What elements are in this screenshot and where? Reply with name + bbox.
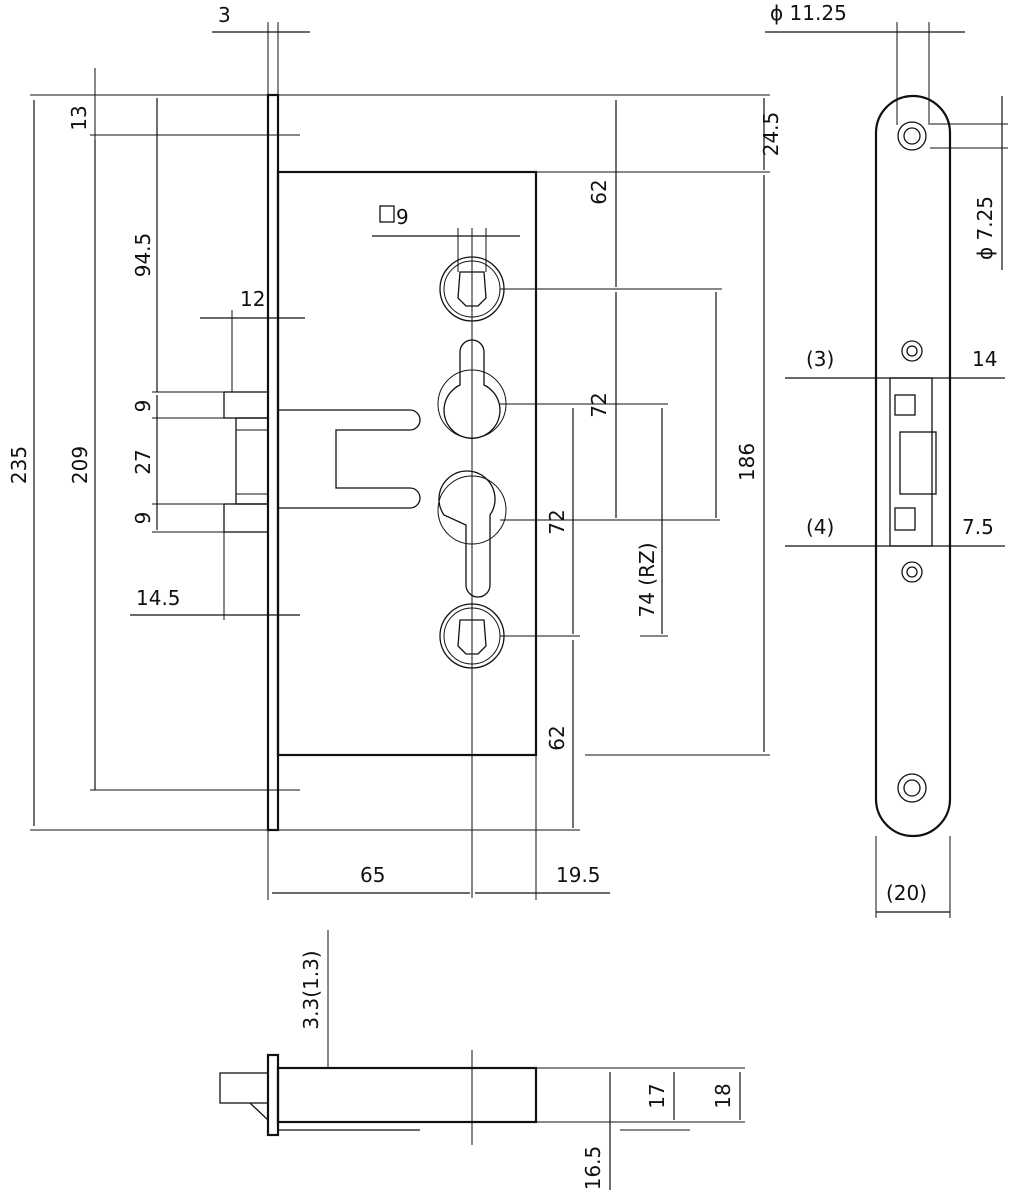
dim-20-paren: (20) bbox=[886, 881, 927, 905]
dim-72-lower: 72 bbox=[545, 509, 569, 534]
plan-view bbox=[219, 930, 745, 1190]
dim-3-paren: (3) bbox=[806, 347, 834, 371]
dim-3-3: 3.3(1.3) bbox=[299, 950, 323, 1029]
plan-case bbox=[276, 1066, 538, 1124]
screw-hole-lower bbox=[901, 561, 923, 583]
dim-9-bottom: 9 bbox=[131, 512, 155, 525]
dim-phi-7-25: ϕ 7.25 bbox=[973, 196, 997, 260]
lock-case bbox=[276, 170, 538, 757]
dim-14-5: 14.5 bbox=[136, 586, 181, 610]
faceplate-view bbox=[765, 22, 1008, 918]
dim-94-5: 94.5 bbox=[131, 233, 155, 278]
front-dimension-lines bbox=[30, 22, 770, 900]
dim-186: 186 bbox=[735, 443, 759, 481]
dim-16-5: 16.5 bbox=[581, 1146, 605, 1191]
dim-24-5: 24.5 bbox=[759, 112, 783, 157]
dimension-labels: 3 13 235 209 94.5 12 9 27 9 14.5 24.5 62… bbox=[7, 1, 997, 1190]
dim-74-rz: 74 (RZ) bbox=[635, 542, 659, 617]
dim-17: 17 bbox=[645, 1083, 669, 1108]
screw-hole-top bbox=[897, 121, 927, 151]
dim-3: 3 bbox=[218, 3, 231, 27]
dim-13: 13 bbox=[67, 105, 91, 130]
dim-18: 18 bbox=[711, 1083, 735, 1108]
dim-phi-11-25: ϕ 11.25 bbox=[770, 1, 847, 25]
latch-bolt bbox=[223, 391, 269, 533]
dim-72-upper: 72 bbox=[587, 392, 611, 417]
dim-9-top: 9 bbox=[131, 400, 155, 413]
square-symbol-icon bbox=[379, 205, 395, 223]
dim-65: 65 bbox=[360, 863, 385, 887]
forend-plate bbox=[266, 93, 280, 832]
dim-235: 235 bbox=[7, 446, 31, 484]
latch-slide bbox=[278, 409, 421, 509]
dim-19-5: 19.5 bbox=[556, 863, 601, 887]
dim-27: 27 bbox=[131, 449, 155, 474]
dim-62-bottom: 62 bbox=[545, 725, 569, 750]
faceplate bbox=[874, 94, 952, 838]
plan-latch bbox=[219, 1072, 269, 1104]
screw-hole-upper bbox=[901, 340, 923, 362]
dim-209: 209 bbox=[68, 446, 92, 484]
dim-12: 12 bbox=[240, 287, 265, 311]
plan-forend bbox=[266, 1053, 280, 1137]
latch-opening bbox=[889, 377, 937, 547]
dim-square-9: 9 bbox=[396, 205, 409, 229]
dim-14: 14 bbox=[972, 347, 997, 371]
screw-hole-bottom bbox=[897, 773, 927, 803]
dim-4-paren: (4) bbox=[806, 515, 834, 539]
dim-7-5: 7.5 bbox=[962, 515, 994, 539]
dim-62-top: 62 bbox=[587, 179, 611, 204]
